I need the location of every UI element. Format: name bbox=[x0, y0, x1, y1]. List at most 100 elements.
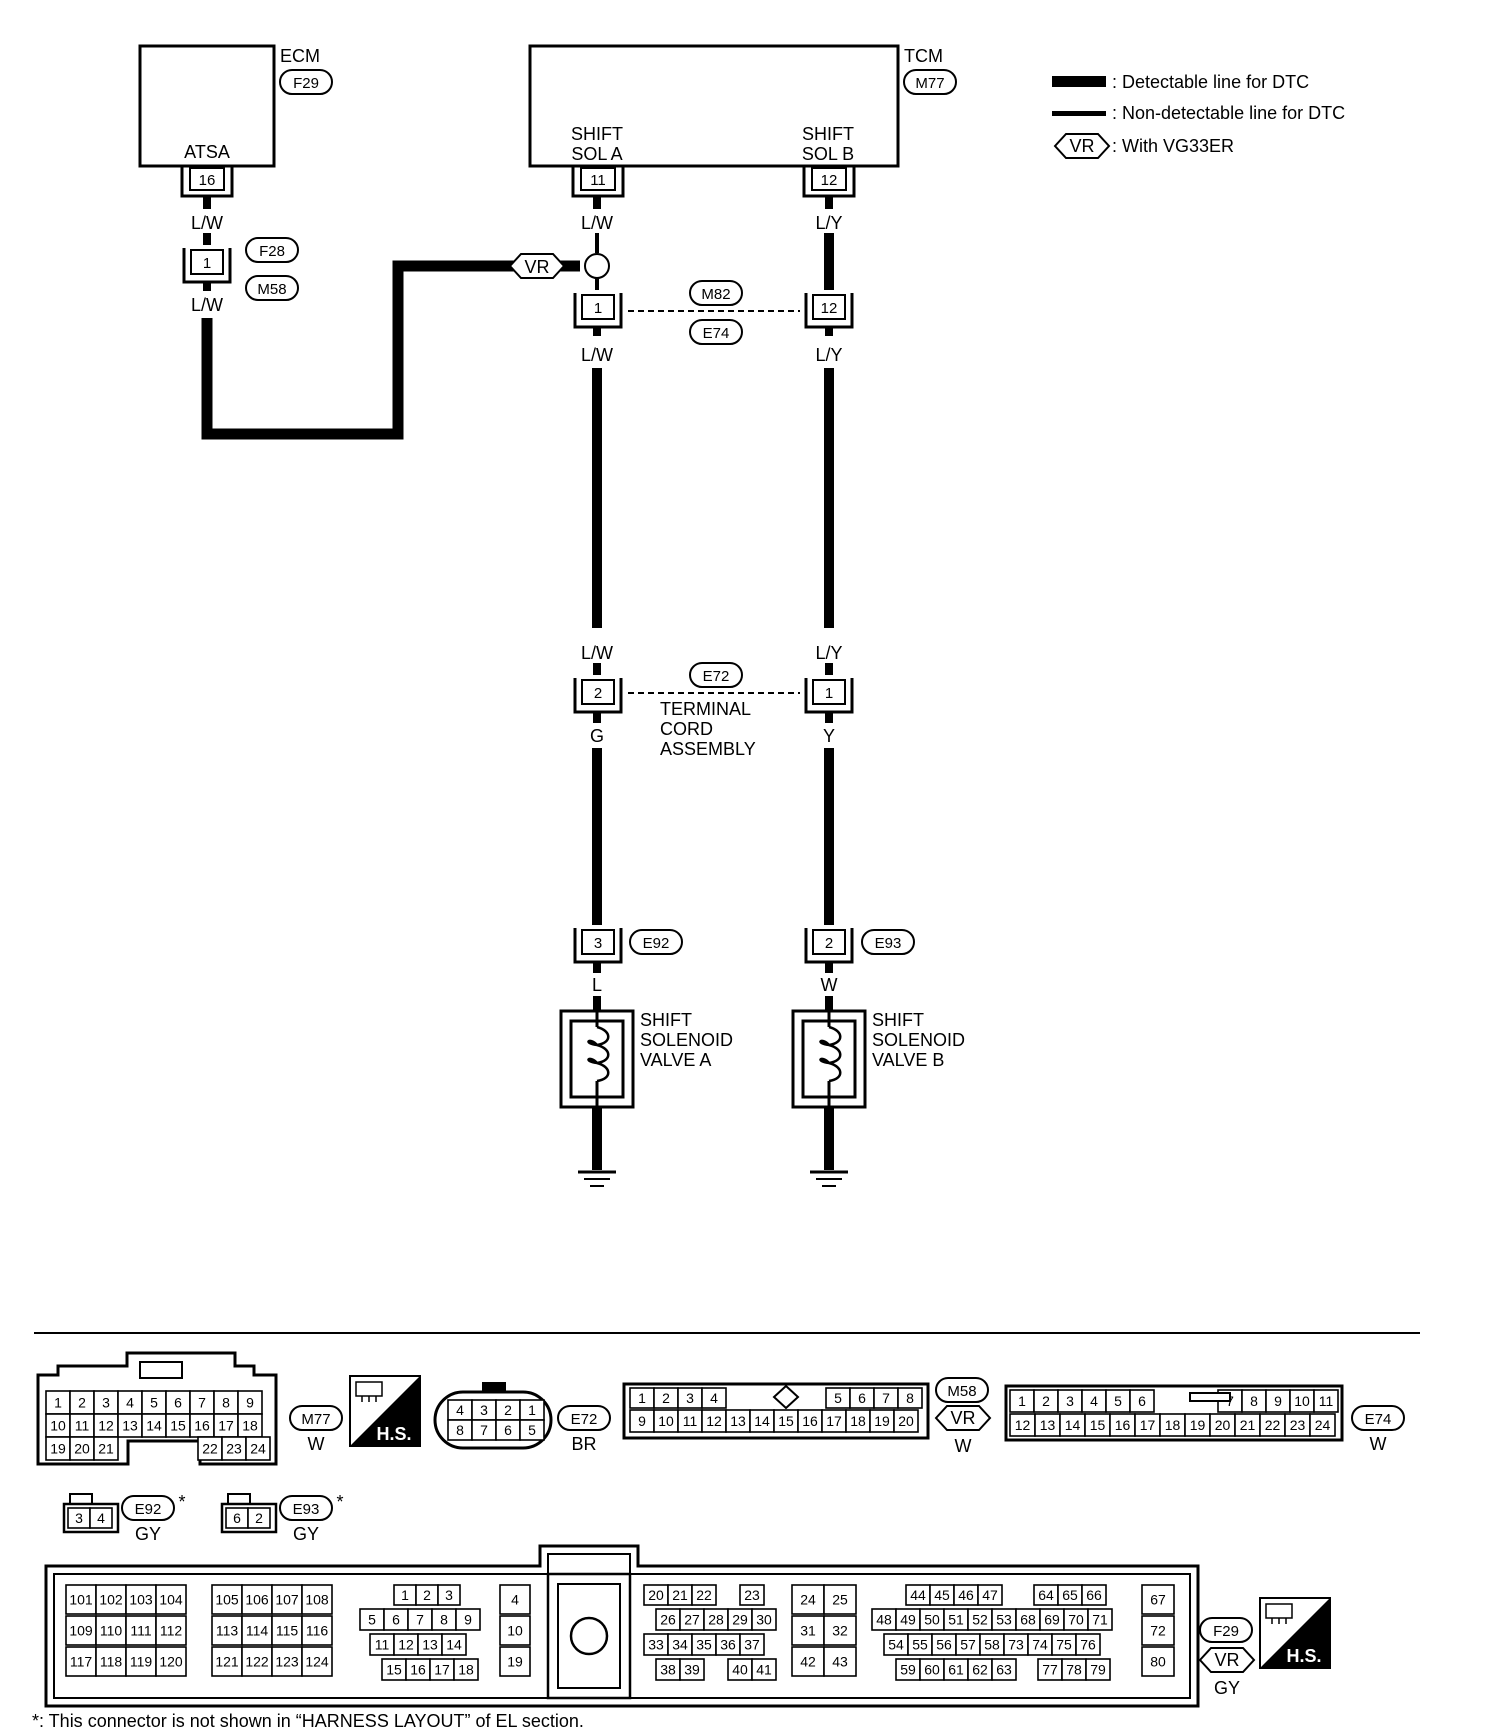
ecm-pin-name: ATSA bbox=[184, 142, 230, 162]
m82-pin-b-box bbox=[812, 294, 846, 320]
pin-number: 70 bbox=[1068, 1612, 1084, 1628]
e72-pin-b-number: 1 bbox=[825, 685, 833, 702]
pin-cell: 110 bbox=[95, 1615, 127, 1646]
pin-cell: 65 bbox=[1057, 1584, 1083, 1606]
pin-cell-box bbox=[1141, 1646, 1175, 1677]
pin-cell: 5 bbox=[825, 1387, 851, 1409]
solenoid-valve-a: SHIFT SOLENOID VALVE A bbox=[559, 1009, 733, 1109]
pin-cell: 25 bbox=[823, 1584, 857, 1615]
pin-cell: 18 bbox=[1159, 1413, 1186, 1437]
wire-b-stub-6 bbox=[825, 713, 833, 723]
pin-number: 5 bbox=[150, 1395, 158, 1411]
pin-number: 19 bbox=[507, 1654, 523, 1670]
pin-cell: 26 bbox=[655, 1608, 681, 1631]
pin-number: 56 bbox=[936, 1637, 952, 1653]
pin-number: 47 bbox=[982, 1587, 998, 1603]
ecm-label: ECM bbox=[280, 46, 320, 66]
pin-cell: 4 bbox=[117, 1390, 143, 1415]
wire-b-ground bbox=[824, 1108, 834, 1170]
e92-face-id: E92 bbox=[135, 1501, 162, 1518]
pin-cell: 20 bbox=[1209, 1413, 1236, 1437]
pin-number: 17 bbox=[434, 1662, 450, 1678]
wire-ecm-stub bbox=[203, 197, 211, 209]
pin-cell: 9 bbox=[629, 1409, 655, 1433]
pin-cell: 8 bbox=[1241, 1389, 1267, 1413]
pin-number: 38 bbox=[660, 1662, 676, 1678]
wire-a-color-4: G bbox=[590, 726, 604, 746]
pin-cell-box bbox=[125, 1584, 157, 1615]
pin-cell: 17 bbox=[429, 1658, 455, 1681]
pin-cell-box bbox=[691, 1584, 717, 1606]
valve-a-name-3: VALVE A bbox=[640, 1050, 711, 1070]
pin-number: 20 bbox=[898, 1413, 914, 1429]
pin-number: 14 bbox=[754, 1413, 770, 1429]
pin-number: 12 bbox=[706, 1413, 722, 1429]
legend-non-detectable-text: : Non-detectable line for DTC bbox=[1112, 103, 1345, 123]
e72-id: E72 bbox=[703, 668, 730, 685]
pin-cell: 39 bbox=[679, 1658, 705, 1681]
pin-cell: 37 bbox=[739, 1633, 765, 1656]
wire-a-color-2: L/W bbox=[581, 345, 613, 365]
valve-a-name-2: SOLENOID bbox=[640, 1030, 733, 1050]
m58-face-key-icon bbox=[772, 1384, 800, 1410]
pin-number: 58 bbox=[984, 1637, 1000, 1653]
m77-latch bbox=[139, 1361, 183, 1379]
pin-cell: 63 bbox=[991, 1658, 1017, 1681]
pin-cell: 113 bbox=[211, 1615, 243, 1646]
pin-number: 23 bbox=[1290, 1417, 1306, 1433]
pin-cell: 67 bbox=[1141, 1584, 1175, 1615]
valve-b-name-3: VALVE B bbox=[872, 1050, 944, 1070]
hs-label-top: H.S. bbox=[376, 1424, 411, 1444]
pin-cell-box bbox=[791, 1615, 825, 1646]
pin-cell-box bbox=[499, 1646, 531, 1677]
pin-number: 20 bbox=[648, 1587, 664, 1603]
pin-number: 10 bbox=[658, 1413, 674, 1429]
pin-cell: 8 bbox=[431, 1608, 457, 1631]
e93-face-tab bbox=[227, 1493, 251, 1505]
pin-cell: 16 bbox=[1109, 1413, 1136, 1437]
pin-cell: 18 bbox=[453, 1658, 479, 1681]
pin-cell: 15 bbox=[381, 1658, 407, 1681]
pin-cell: 4 bbox=[1081, 1389, 1107, 1413]
pin-cell: 59 bbox=[895, 1658, 921, 1681]
tcm-pin-a-box bbox=[580, 167, 616, 191]
pin-cell: 43 bbox=[823, 1646, 857, 1677]
pin-cell: 15 bbox=[1084, 1413, 1111, 1437]
pin-cell: 27 bbox=[679, 1608, 705, 1631]
pin-cell: 124 bbox=[301, 1646, 333, 1677]
wire-a-stub-6 bbox=[593, 713, 601, 723]
pin-number: 13 bbox=[1040, 1417, 1056, 1433]
pin-number: 8 bbox=[440, 1612, 448, 1628]
wire-a-color-1: L/W bbox=[581, 213, 613, 233]
pin-number: 63 bbox=[996, 1662, 1012, 1678]
pin-cell: 12 bbox=[393, 1633, 419, 1656]
pin-cell: 47 bbox=[977, 1584, 1003, 1606]
pin-number: 22 bbox=[202, 1441, 218, 1457]
pin-number: 24 bbox=[250, 1441, 266, 1457]
pin-cell: 111 bbox=[125, 1615, 157, 1646]
valve-b-name-1: SHIFT bbox=[872, 1010, 924, 1030]
valve-a-coil-icon bbox=[587, 1025, 610, 1083]
pin-number: 4 bbox=[97, 1510, 105, 1526]
pin-number: 120 bbox=[159, 1654, 183, 1670]
wire-a-lower bbox=[592, 748, 602, 925]
pin-number: 79 bbox=[1090, 1662, 1106, 1678]
tcm-pin-a-name-2: SOL A bbox=[571, 144, 622, 164]
pin-number: 8 bbox=[1250, 1393, 1258, 1409]
tcm-pin-a-bracket bbox=[571, 166, 625, 198]
terminal-cord-line-3: ASSEMBLY bbox=[660, 739, 756, 759]
pin-cell: 21 bbox=[667, 1584, 693, 1606]
tcm-pin-b-box bbox=[811, 167, 847, 191]
wire-b-stub-5 bbox=[825, 663, 833, 675]
pin-cell-box bbox=[897, 1387, 923, 1409]
pin-number: 76 bbox=[1080, 1637, 1096, 1653]
pin-cell-box bbox=[95, 1646, 127, 1677]
pin-cell: 3 bbox=[437, 1584, 461, 1606]
pin-cell-box bbox=[155, 1584, 187, 1615]
e74-face-id: E74 bbox=[1365, 1411, 1392, 1428]
pin-cell-box bbox=[499, 1584, 531, 1615]
